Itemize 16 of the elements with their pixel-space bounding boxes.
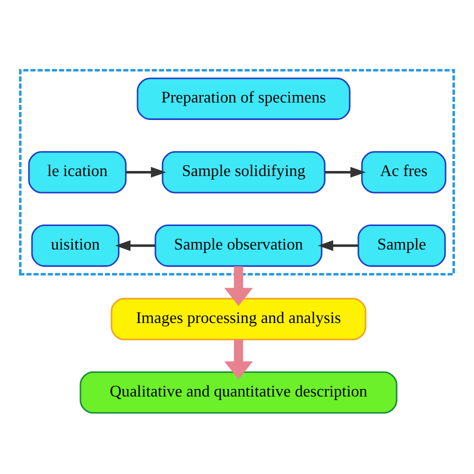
node-box: Preparation of specimens	[136, 77, 350, 120]
cluster	[19, 68, 455, 275]
arrow	[224, 339, 253, 379]
arrow	[324, 166, 366, 178]
node-box: Sample solidifying	[162, 150, 326, 193]
node-box: Qualitative and quantitative description	[80, 370, 398, 414]
node-box: Images processing and analysis	[110, 297, 366, 340]
arrow	[126, 166, 166, 178]
node-box: Sample	[358, 224, 446, 266]
node-box: le ication	[28, 150, 127, 193]
arrow	[224, 266, 253, 306]
node-box: uisition	[31, 224, 120, 266]
node-box: Sample observation	[154, 224, 322, 266]
arrow	[115, 240, 155, 251]
node-box: Ac fres	[361, 150, 446, 193]
arrow	[318, 240, 358, 251]
